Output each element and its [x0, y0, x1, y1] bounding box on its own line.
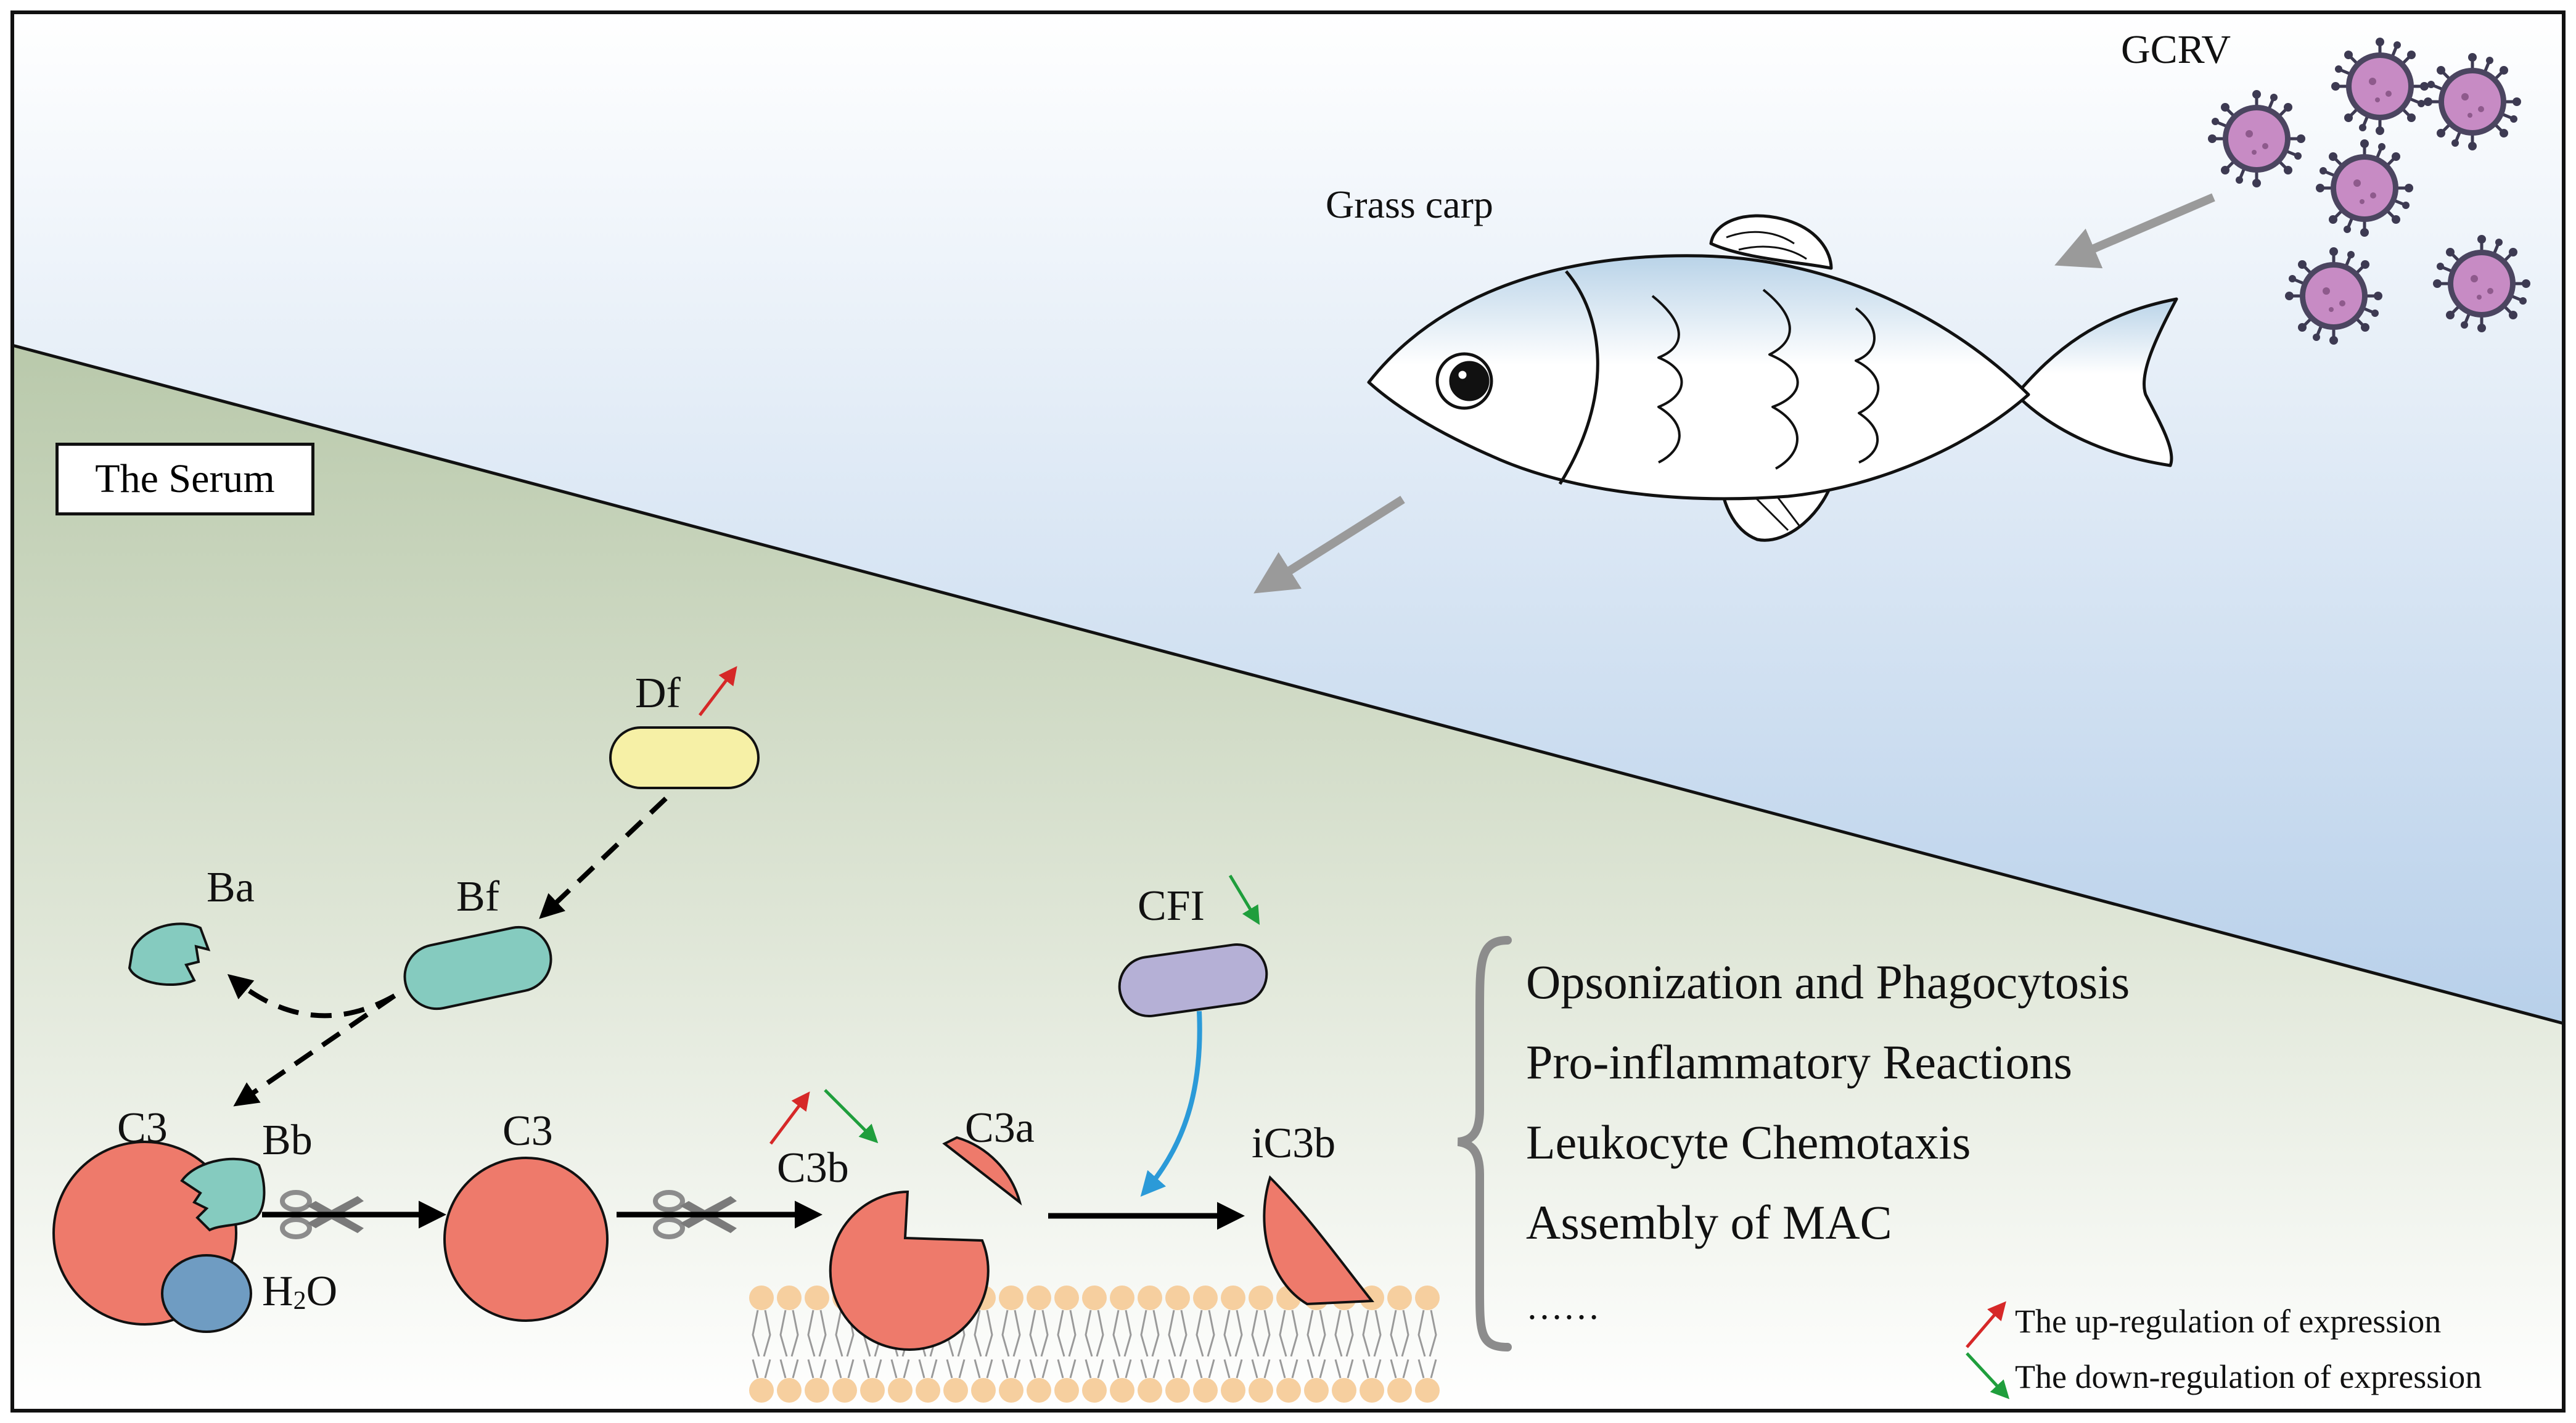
- cfi-protein: [1118, 943, 1268, 1018]
- virus-icon: [2208, 90, 2305, 187]
- virus-icon: [2433, 235, 2530, 332]
- virus-icon: [2424, 53, 2521, 150]
- infection-arrow: [2054, 193, 2215, 269]
- outcomes-brace: [1457, 936, 1512, 1351]
- ic3b-fragment: [1263, 1175, 1374, 1306]
- virus-icon: [2316, 139, 2413, 237]
- legend-down-arrow-icon: [1966, 1352, 2010, 1400]
- cfi-down-regulation-arrow: [1228, 874, 1260, 925]
- c3-protein-middle: [443, 1157, 609, 1322]
- h2o-molecule: [161, 1254, 252, 1333]
- df-to-bf-arrow: [539, 797, 668, 919]
- bf-protein: [403, 925, 552, 1011]
- serum-background: [12, 345, 2564, 1411]
- grass-carp-fish-icon: [1367, 214, 2178, 542]
- legend-up-arrow-icon: [1966, 1301, 2006, 1348]
- c3b-up-regulation-arrow: [769, 1091, 810, 1145]
- df-up-regulation-arrow: [699, 666, 737, 716]
- df-protein: [609, 726, 760, 789]
- water-background: [12, 12, 2564, 1023]
- serum-entry-arrow: [1253, 496, 1405, 594]
- cfi-action-arrow: [1140, 1011, 1202, 1197]
- c3b-fragment: [829, 1190, 990, 1351]
- virus-icon: [2331, 38, 2429, 135]
- serum-boundary-line: [12, 343, 2564, 1025]
- c3a-fragment: [942, 1136, 1022, 1206]
- bf-to-ba-arrow: [227, 974, 396, 1019]
- virus-icon: [2285, 247, 2382, 345]
- ba-fragment: [128, 922, 211, 986]
- bb-fragment: [180, 1157, 266, 1232]
- c3b-down-regulation-arrow: [824, 1089, 879, 1144]
- figure-frame: [10, 10, 2566, 1413]
